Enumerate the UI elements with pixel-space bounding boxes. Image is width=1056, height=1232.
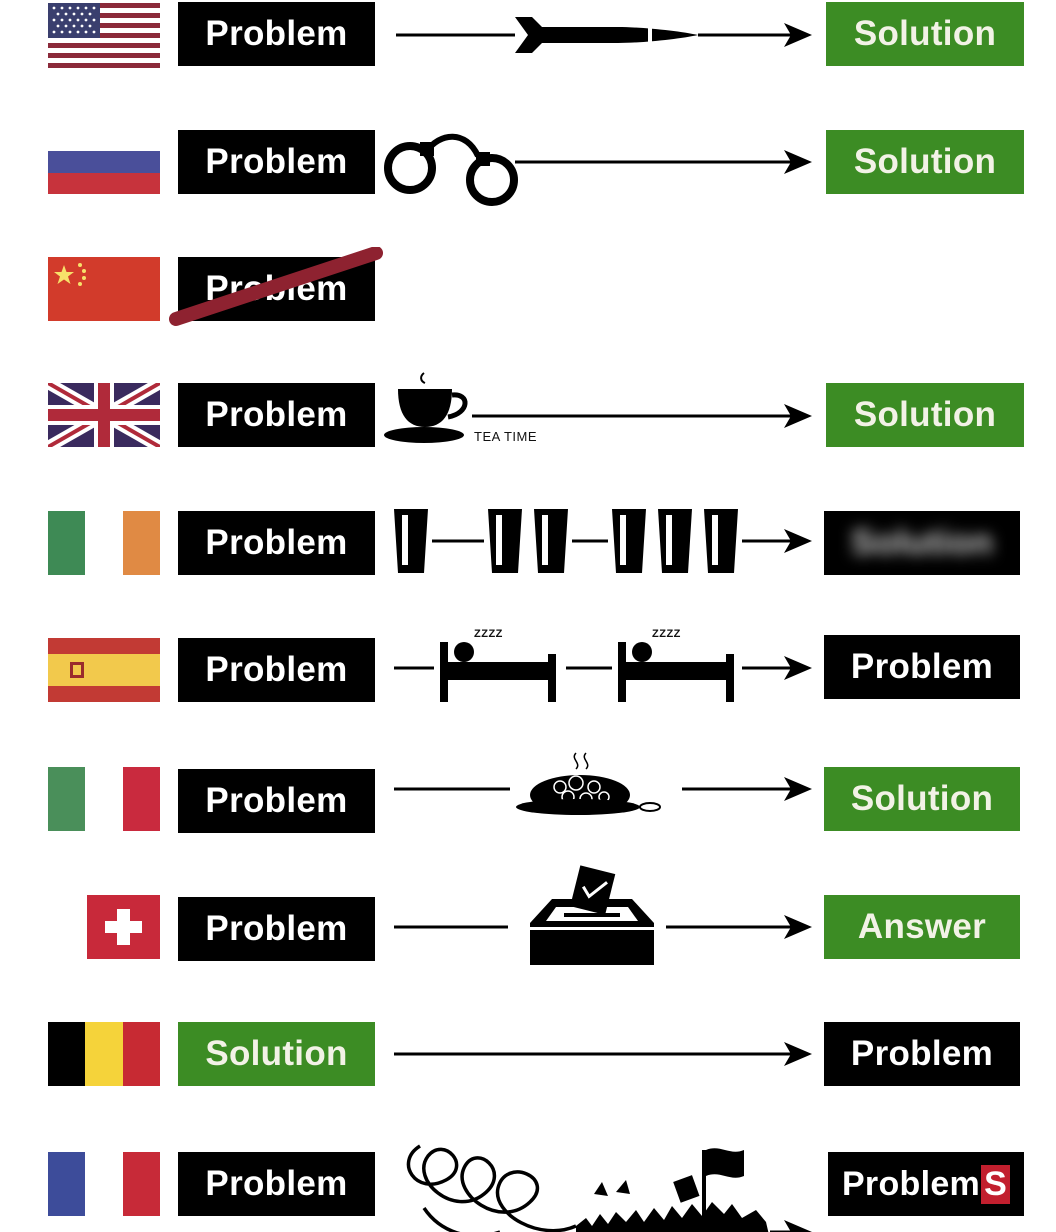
missile-icon	[396, 17, 812, 53]
row-ireland: Problem Solution	[0, 509, 1056, 581]
solution-box: Solution	[826, 130, 1024, 194]
switzerland-flag-icon	[87, 895, 160, 959]
protest-crowd-icon	[576, 1148, 769, 1232]
ireland-flag-icon	[48, 511, 160, 575]
row-belgium: Solution Problem	[0, 1022, 1056, 1092]
usa-flag-icon	[48, 3, 160, 69]
italy-flag-icon	[48, 767, 160, 831]
russia-flag-icon	[48, 130, 160, 194]
pint-glass-icon	[394, 509, 812, 573]
handcuffs-icon	[384, 133, 812, 206]
china-flag-icon	[48, 257, 160, 321]
blurred-solution-box: Solution	[824, 511, 1020, 575]
row-italy: Problem Solution	[0, 752, 1056, 837]
arrow-icon	[394, 1042, 812, 1066]
problem-box: Problem	[824, 635, 1020, 699]
row-russia: Problem Solution	[0, 130, 1056, 206]
zzz-label-2: ZZZZ	[652, 628, 681, 640]
row-china: Problem	[0, 247, 1056, 327]
solution-box: Solution	[826, 383, 1024, 447]
problem-box: Problem	[178, 638, 375, 702]
answer-box: Answer	[824, 895, 1020, 959]
tea-time-label: TEA TIME	[474, 429, 537, 444]
teacup-icon	[384, 372, 812, 443]
row-spain: Problem ZZZZ ZZZZ Problem	[0, 628, 1056, 708]
problem-box: Problem	[178, 897, 375, 961]
zzz-label-1: ZZZZ	[474, 628, 503, 640]
problem-box: Problem	[178, 130, 375, 194]
row-switzerland: Problem Answer	[0, 865, 1056, 965]
ballot-box-icon	[394, 865, 812, 965]
problem-box: Problem	[178, 511, 375, 575]
solution-box: Solution	[824, 767, 1020, 831]
problem-box: Problem	[178, 1152, 375, 1216]
uk-flag-icon	[48, 383, 160, 447]
belgium-flag-icon	[48, 1022, 160, 1086]
tangled-line-icon	[406, 1144, 812, 1232]
problem-box: Problem	[178, 383, 375, 447]
solution-box: Solution	[178, 1022, 375, 1086]
row-uk: Problem TEA TIME Solution	[0, 372, 1056, 453]
problems-box-red-suffix: S	[981, 1164, 1011, 1204]
problem-box: Problem	[178, 769, 375, 833]
spain-flag-icon	[48, 638, 160, 702]
sleeping-bed-icon	[394, 642, 812, 702]
problems-box-main-text: Problem	[841, 1164, 981, 1203]
problem-box: Problem	[824, 1022, 1020, 1086]
spaghetti-icon	[394, 752, 812, 815]
blurred-solution-text: Solution	[850, 523, 994, 562]
problem-box: Problem	[178, 257, 375, 321]
solution-box: Solution	[826, 2, 1024, 66]
problem-box: Problem	[178, 2, 375, 66]
france-flag-icon	[48, 1152, 160, 1216]
row-usa: Problem Solution	[0, 2, 1056, 75]
